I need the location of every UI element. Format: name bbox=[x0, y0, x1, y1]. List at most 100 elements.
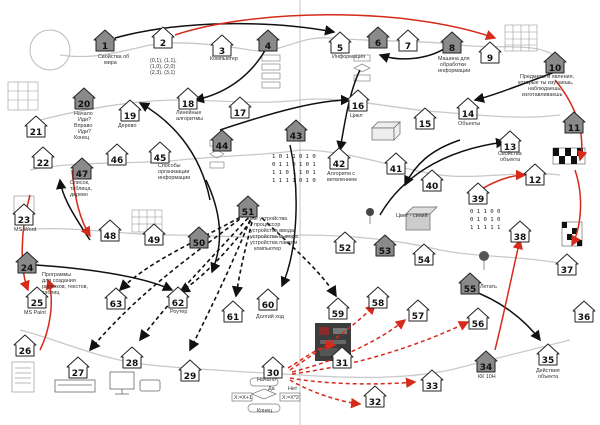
house-8: 8 bbox=[440, 31, 464, 54]
house-number: 8 bbox=[449, 44, 455, 54]
house-26: 26 bbox=[13, 334, 37, 357]
house-number: 20 bbox=[78, 100, 91, 110]
label-l42b: ветвлением bbox=[327, 177, 357, 183]
house-61: 61 bbox=[221, 300, 245, 323]
house-6: 6 bbox=[366, 26, 390, 49]
house-number: 53 bbox=[379, 247, 392, 257]
house-number: 11 bbox=[568, 124, 581, 134]
house-number: 12 bbox=[529, 176, 542, 186]
house-12: 12 bbox=[523, 163, 547, 186]
house-47: 47 bbox=[70, 157, 94, 180]
house-number: 59 bbox=[332, 310, 345, 320]
label-l18: Линейные bbox=[176, 109, 201, 116]
house-number: 19 bbox=[124, 112, 137, 122]
red-dashed-arrows bbox=[287, 303, 470, 409]
house-1: 1 bbox=[93, 29, 117, 52]
house-number: 16 bbox=[352, 102, 365, 112]
house-number: 2 bbox=[160, 39, 166, 49]
label-l25: MS Paint bbox=[24, 310, 46, 316]
house-number: 31 bbox=[336, 359, 349, 369]
label-l24b: для создания bbox=[42, 278, 76, 284]
house-number: 33 bbox=[426, 382, 439, 392]
house-34: 34 bbox=[474, 350, 498, 373]
house-number: 17 bbox=[234, 109, 247, 119]
house-33: 33 bbox=[420, 369, 444, 392]
house-number: 34 bbox=[480, 363, 493, 373]
label-l30d: Х:=Х*2 bbox=[282, 395, 299, 401]
house-5: 5 bbox=[328, 31, 352, 54]
label-l47c: дерево bbox=[70, 192, 88, 198]
house-24: 24 bbox=[15, 251, 39, 274]
house-37: 37 bbox=[555, 253, 579, 276]
house-number: 35 bbox=[542, 356, 555, 366]
house-60: 60 bbox=[256, 288, 280, 311]
label-l24: Программы bbox=[42, 272, 71, 278]
label-l10: Предметы и явления, bbox=[520, 74, 574, 80]
house-number: 52 bbox=[339, 244, 352, 254]
house-number: 14 bbox=[462, 110, 475, 120]
house-4: 4 bbox=[256, 29, 280, 52]
house-number: 26 bbox=[19, 347, 32, 357]
label-l18b: алгоритмы bbox=[176, 116, 203, 122]
house-51: 51 bbox=[236, 195, 260, 218]
house-number: 38 bbox=[514, 233, 527, 243]
house-38: 38 bbox=[508, 220, 532, 243]
black-arrows bbox=[35, 22, 556, 342]
binary-row: 0 1 1 0 0 bbox=[470, 209, 500, 215]
house-number: 46 bbox=[111, 156, 124, 166]
label-l19: Дерево bbox=[118, 123, 136, 129]
house-number: 56 bbox=[472, 320, 485, 330]
house-number: 25 bbox=[31, 299, 44, 309]
house-13: 13 bbox=[498, 130, 522, 153]
house-number: 10 bbox=[549, 64, 562, 74]
house-50: 50 bbox=[187, 226, 211, 249]
flowchart-icon bbox=[209, 54, 371, 169]
label-l2c: (2,3), (3,1) bbox=[150, 70, 175, 76]
house-53: 53 bbox=[373, 234, 397, 257]
label-l20: Начало bbox=[74, 111, 93, 117]
house-number: 50 bbox=[193, 239, 206, 249]
house-number: 37 bbox=[561, 266, 574, 276]
label-l24d: таблиц bbox=[42, 290, 60, 296]
label-l51d: устройства вывода bbox=[250, 233, 298, 240]
black-dashed-arrows bbox=[88, 213, 337, 352]
label-l45b: организации bbox=[158, 169, 189, 175]
house-17: 17 bbox=[228, 96, 252, 119]
house-3: 3 bbox=[210, 34, 234, 57]
house-15: 15 bbox=[413, 107, 437, 130]
label-l10b: которые ты изучаешь, bbox=[518, 80, 574, 86]
label-l30: Начало bbox=[257, 377, 276, 383]
house-number: 45 bbox=[154, 154, 167, 164]
house-number: 49 bbox=[148, 236, 161, 246]
label-l13: Свойства bbox=[498, 150, 522, 157]
label-l5: Информация bbox=[332, 54, 365, 60]
label-l60: Долгий ход bbox=[256, 313, 285, 320]
house-55: 55 bbox=[458, 272, 482, 295]
house-number: 13 bbox=[504, 143, 517, 153]
house-40: 40 bbox=[420, 169, 444, 192]
label-l45: Способы bbox=[158, 163, 181, 169]
label-l20e: Конец bbox=[74, 135, 89, 141]
label-l10c: наблюдаешь, bbox=[528, 86, 562, 92]
house-number: 22 bbox=[37, 159, 50, 169]
house-44: 44 bbox=[210, 129, 234, 152]
house-number: 55 bbox=[464, 285, 477, 295]
label-l55: Летать bbox=[480, 284, 497, 290]
house-number: 6 bbox=[375, 39, 381, 49]
label-l51: ные устройства bbox=[248, 215, 287, 222]
house-63: 63 bbox=[104, 287, 128, 310]
house-number: 43 bbox=[290, 132, 303, 142]
label-l8b: обработки bbox=[440, 62, 466, 68]
house-number: 51 bbox=[242, 208, 255, 218]
house-18: 18 bbox=[176, 87, 200, 110]
label-yes: Да bbox=[268, 386, 275, 392]
label-l20c: Вправо bbox=[74, 123, 92, 129]
house-56: 56 bbox=[466, 307, 490, 330]
balloon-icon bbox=[366, 208, 489, 270]
house-30: 30 bbox=[261, 356, 285, 379]
label-l1: Свойства об bbox=[98, 53, 129, 60]
house-number: 7 bbox=[405, 42, 411, 52]
house-19: 19 bbox=[118, 99, 142, 122]
house-35: 35 bbox=[536, 343, 560, 366]
label-l34: КК 10Н bbox=[478, 374, 496, 380]
